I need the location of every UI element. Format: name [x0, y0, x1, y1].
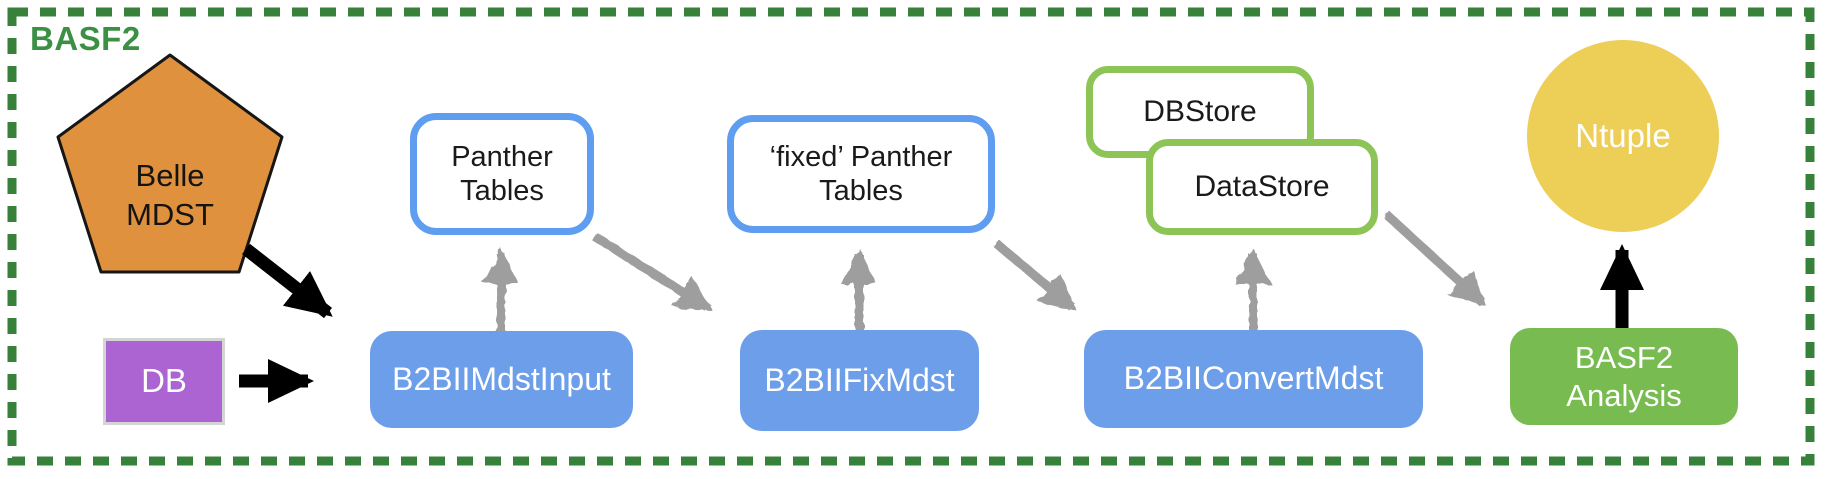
arrow-fixedpanther-to-convert	[994, 240, 1077, 311]
ntuple-node: Ntuple	[1527, 40, 1719, 232]
datastore-node: DataStore	[1146, 139, 1378, 235]
basf2-analysis-node: BASF2 Analysis	[1510, 328, 1738, 425]
arrow-panther-to-fixmdst	[591, 232, 714, 312]
b2bii-mdst-input-node: B2BIIMdstInput	[370, 331, 633, 428]
basf2-frame-border	[7, 7, 1815, 466]
gray-arrows	[483, 210, 1487, 334]
belle-mdst-label: Belle MDST	[126, 158, 214, 232]
b2bii-convert-mdst-node: B2BIIConvertMdst	[1084, 330, 1423, 428]
black-arrows	[239, 243, 1644, 403]
panther-tables-node: Panther Tables	[410, 113, 594, 235]
arrow-datastore-to-analysis	[1382, 210, 1487, 307]
fixed-panther-tables-node: ‘fixed’ Panther Tables	[727, 115, 995, 233]
db-node: DB	[103, 338, 225, 425]
frame-title: BASF2	[30, 20, 141, 57]
belle-mdst-pentagon	[56, 53, 284, 274]
arrow-belle-to-input	[242, 243, 333, 319]
b2bii-fix-mdst-node: B2BIIFixMdst	[740, 330, 979, 431]
